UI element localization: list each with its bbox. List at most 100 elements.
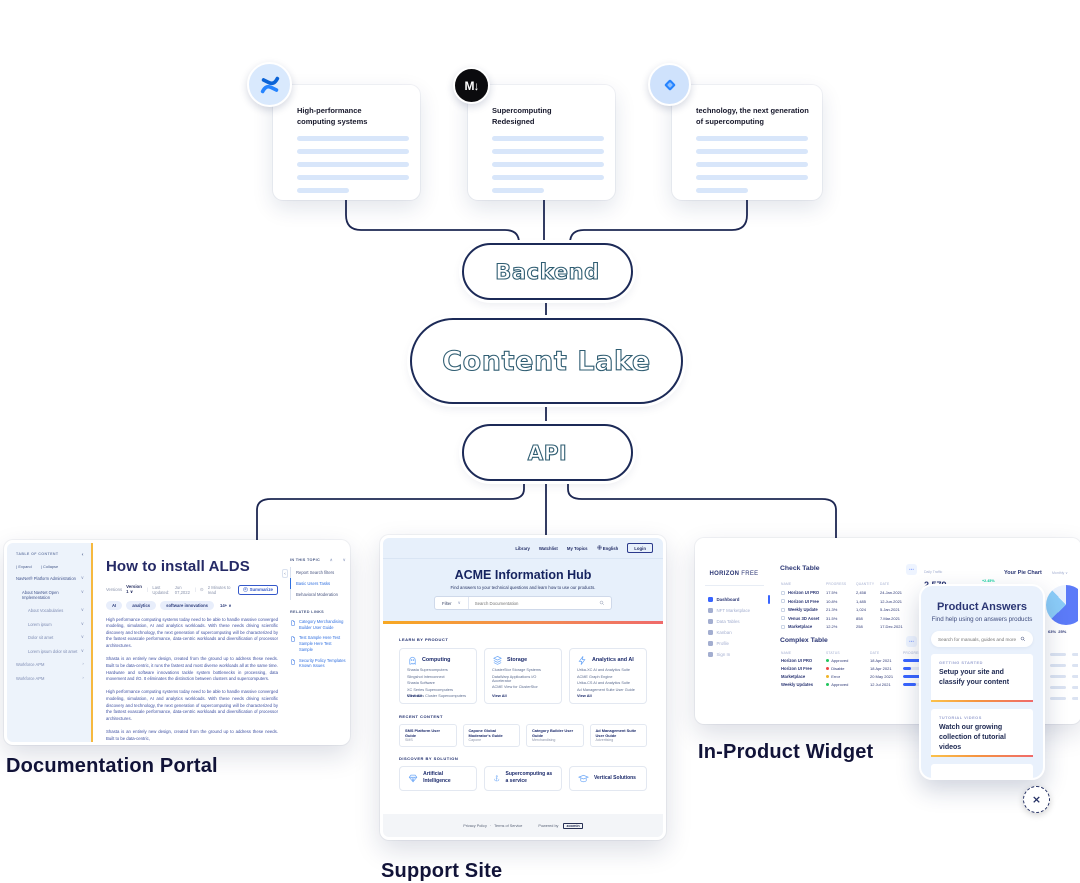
solution-card-ai[interactable]: Artificial Intelligence	[399, 765, 477, 791]
zoomin-logo: zoomin	[563, 822, 583, 829]
gradient-underline	[931, 699, 1033, 703]
language-selector[interactable]: English	[596, 545, 618, 551]
collapse-all-link[interactable]: | Collapse	[40, 564, 59, 569]
privacy-link[interactable]: Privacy Policy	[463, 823, 487, 828]
checkbox[interactable]	[781, 616, 785, 620]
product-card-title: Analytics and AI	[592, 657, 634, 663]
widget-subtitle: Find help using on answers products	[931, 616, 1033, 623]
checkbox[interactable]	[781, 624, 785, 629]
sort-up-icon[interactable]: ∧	[329, 557, 333, 562]
related-link[interactable]: Category Merchandising Builder User Guid…	[290, 619, 346, 630]
product-link[interactable]: CS Series Cluster Supercomputers	[407, 694, 467, 699]
product-link[interactable]: Urika-CS AI and Analytics Suite	[577, 681, 630, 686]
login-button[interactable]: Login	[627, 543, 653, 553]
product-link[interactable]: Slingshot Interconnect	[407, 674, 445, 679]
product-link[interactable]: ACME Graph Engine	[577, 674, 613, 679]
product-link[interactable]: DataWarp Applications I/O Accelerator	[492, 674, 537, 683]
sort-down-icon[interactable]: ∨	[342, 557, 346, 562]
expand-all-link[interactable]: | Expand	[16, 564, 32, 569]
getting-started-card[interactable]: GETTING STARTED Setup your site and clas…	[931, 654, 1033, 703]
search-icon[interactable]	[1020, 636, 1026, 642]
summarize-button[interactable]: Summarize	[237, 584, 278, 595]
product-link[interactable]: ACME View for ClusterStor	[492, 685, 538, 690]
product-link[interactable]: Urika-XC AI and Analytics Suite	[577, 668, 630, 673]
table-menu-button[interactable]: ⋯	[906, 636, 917, 647]
support-site-label: Support Site	[381, 860, 503, 882]
view-all-link[interactable]: View All	[407, 692, 422, 698]
sidebar-item-signin[interactable]: Sign In	[708, 652, 730, 657]
gradient-underline	[931, 754, 1033, 758]
related-link[interactable]: Test Sample Here Test Sample Here Test S…	[290, 635, 346, 652]
view-all-link[interactable]: View All	[577, 692, 592, 698]
topic-item[interactable]: Report Search filters	[296, 570, 335, 575]
sidebar-item-nft[interactable]: NFT Marketplace	[708, 608, 750, 613]
related-link[interactable]: Security Policy Templates Known Issues	[290, 658, 346, 669]
view-all-link[interactable]: View All	[492, 692, 507, 698]
sidebar-item-tables[interactable]: Data Tables	[708, 619, 740, 624]
sidebar-item-profile[interactable]: Profile	[708, 641, 729, 646]
product-link[interactable]: XC Series Supercomputers	[407, 687, 454, 692]
nav-my-topics[interactable]: My Topics	[566, 545, 588, 551]
skeleton-line	[492, 174, 604, 180]
widget-search-bar[interactable]	[931, 631, 1033, 648]
sidebar-item-kanban[interactable]: Kanban	[708, 630, 732, 635]
daily-traffic-label: Daily Traffic	[924, 570, 943, 574]
product-link[interactable]: ClusterStor Storage Systems	[492, 668, 541, 673]
terms-link[interactable]: Terms of Service	[494, 823, 523, 828]
progress-bar	[903, 683, 929, 686]
search-icon[interactable]	[599, 600, 605, 606]
product-link[interactable]: Shasta Software	[407, 681, 435, 686]
topic-item-active[interactable]: Basic Users Tasks	[290, 578, 346, 589]
tutorial-videos-card[interactable]: TUTORIAL VIDEOS Watch our growing collec…	[931, 709, 1033, 758]
rail-collapse-handle[interactable]: ‹	[282, 569, 288, 578]
toc-item[interactable]: Lorem ipsum dolor sit amet∨	[28, 648, 84, 654]
more-tags-dropdown[interactable]: 14+ ∨	[220, 603, 232, 608]
toc-item[interactable]: About Vocabularies∨	[28, 608, 84, 614]
support-search-bar[interactable]: Filter∨	[434, 596, 612, 610]
search-input[interactable]	[468, 600, 599, 606]
collapse-sidebar-icon[interactable]: ‹	[81, 552, 84, 558]
toc-item[interactable]: About NavNet Open Implementation∨	[22, 589, 84, 601]
version-dropdown[interactable]: Version 1 ∨	[126, 584, 142, 595]
toc-item[interactable]: NavNet® Platform Administration∨	[16, 576, 84, 581]
related-links-header: RELATED LINKS	[290, 610, 324, 614]
solution-card-vertical[interactable]: Vertical Solutions	[569, 765, 647, 791]
table-menu-button[interactable]: ⋯	[906, 564, 917, 575]
product-link[interactable]: Shasta Supercomputers	[407, 668, 448, 673]
checkbox[interactable]	[781, 607, 785, 612]
solution-card-supercomputing[interactable]: Supercomputing as a service	[484, 765, 562, 791]
filter-dropdown[interactable]: Filter∨	[435, 597, 469, 609]
widget-search-input[interactable]	[938, 636, 1020, 642]
status-approved-dot	[826, 682, 830, 687]
checkbox[interactable]	[781, 590, 785, 595]
toc-item[interactable]: Workforce APM›	[16, 662, 84, 668]
toc-item[interactable]: Workforce APM›	[16, 675, 84, 681]
nav-watchlist[interactable]: Watchlist	[538, 545, 558, 551]
toc-item[interactable]: Dolor sit amet∨	[28, 635, 84, 641]
topic-item[interactable]: Behavioral Moderation	[296, 592, 338, 597]
widget-close-button[interactable]: ×	[1023, 786, 1050, 813]
support-subtitle: Find answers to your technical questions…	[450, 585, 596, 590]
product-link[interactable]: Ad Management Suite User Guide	[577, 687, 635, 692]
checkbox[interactable]	[781, 599, 785, 603]
tag-chip[interactable]: analytics	[126, 601, 157, 610]
sidebar-item-dashboard[interactable]: Dashboard	[708, 597, 739, 602]
toc-item[interactable]: Lorem ipsum∨	[28, 621, 84, 627]
tag-chip[interactable]: software innovations	[160, 601, 215, 610]
tag-chip[interactable]: AI	[106, 601, 123, 610]
nav-library[interactable]: Library	[515, 545, 530, 551]
pie-range-dropdown[interactable]: Monthly ∨	[1052, 571, 1068, 575]
